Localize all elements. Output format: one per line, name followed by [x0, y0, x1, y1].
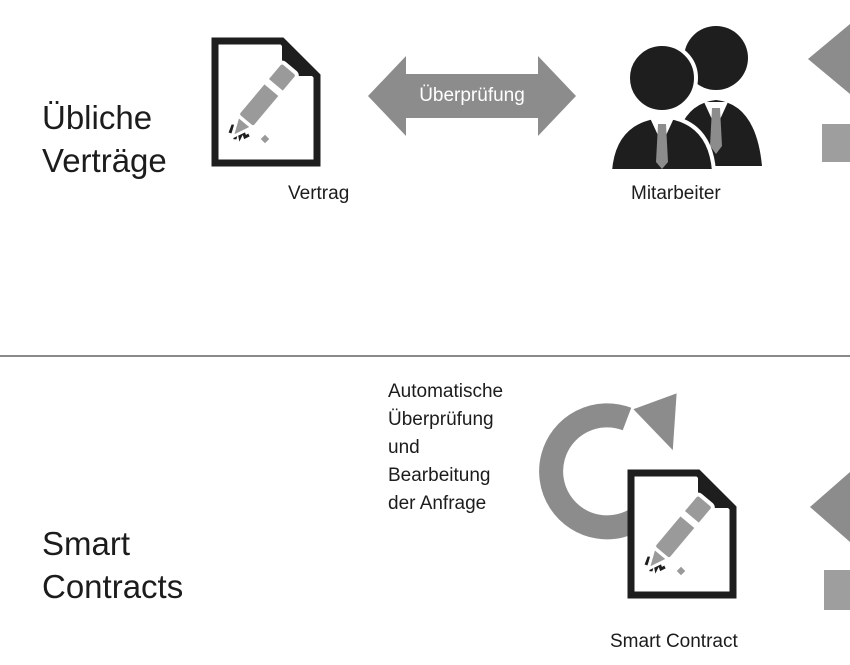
smart-contract-caption: Smart Contract	[610, 631, 738, 652]
title-line-2: Contracts	[42, 568, 184, 605]
note-line: der Anfrage	[388, 493, 487, 514]
employees-icon	[607, 26, 762, 173]
section-divider	[0, 355, 850, 357]
note-line: Überprüfung	[388, 409, 494, 430]
note-line: Automatische	[388, 381, 504, 402]
arrowhead-shape	[810, 472, 850, 542]
gray-block-shape	[822, 124, 850, 162]
contract-caption: Vertrag	[288, 183, 350, 204]
title-line-2: Verträge	[42, 142, 167, 179]
double-arrow-icon	[368, 56, 576, 136]
document-pen-icon	[211, 37, 321, 167]
note-line: Bearbeitung	[388, 465, 491, 486]
title-line-1: Smart	[42, 525, 131, 562]
arrowhead-shape	[808, 24, 850, 94]
gray-block-shape	[824, 570, 850, 610]
section-title-smart: Smart Contracts	[42, 522, 183, 608]
title-line-1: Übliche	[42, 99, 153, 136]
review-arrow-label: Überprüfung	[419, 85, 525, 106]
document-pen-icon	[627, 469, 737, 599]
section-title-traditional: Übliche Verträge	[42, 96, 167, 182]
note-line: und	[388, 437, 420, 458]
automation-note: Automatische Überprüfung und Bearbeitung…	[388, 378, 503, 518]
employee-caption: Mitarbeiter	[631, 183, 721, 204]
